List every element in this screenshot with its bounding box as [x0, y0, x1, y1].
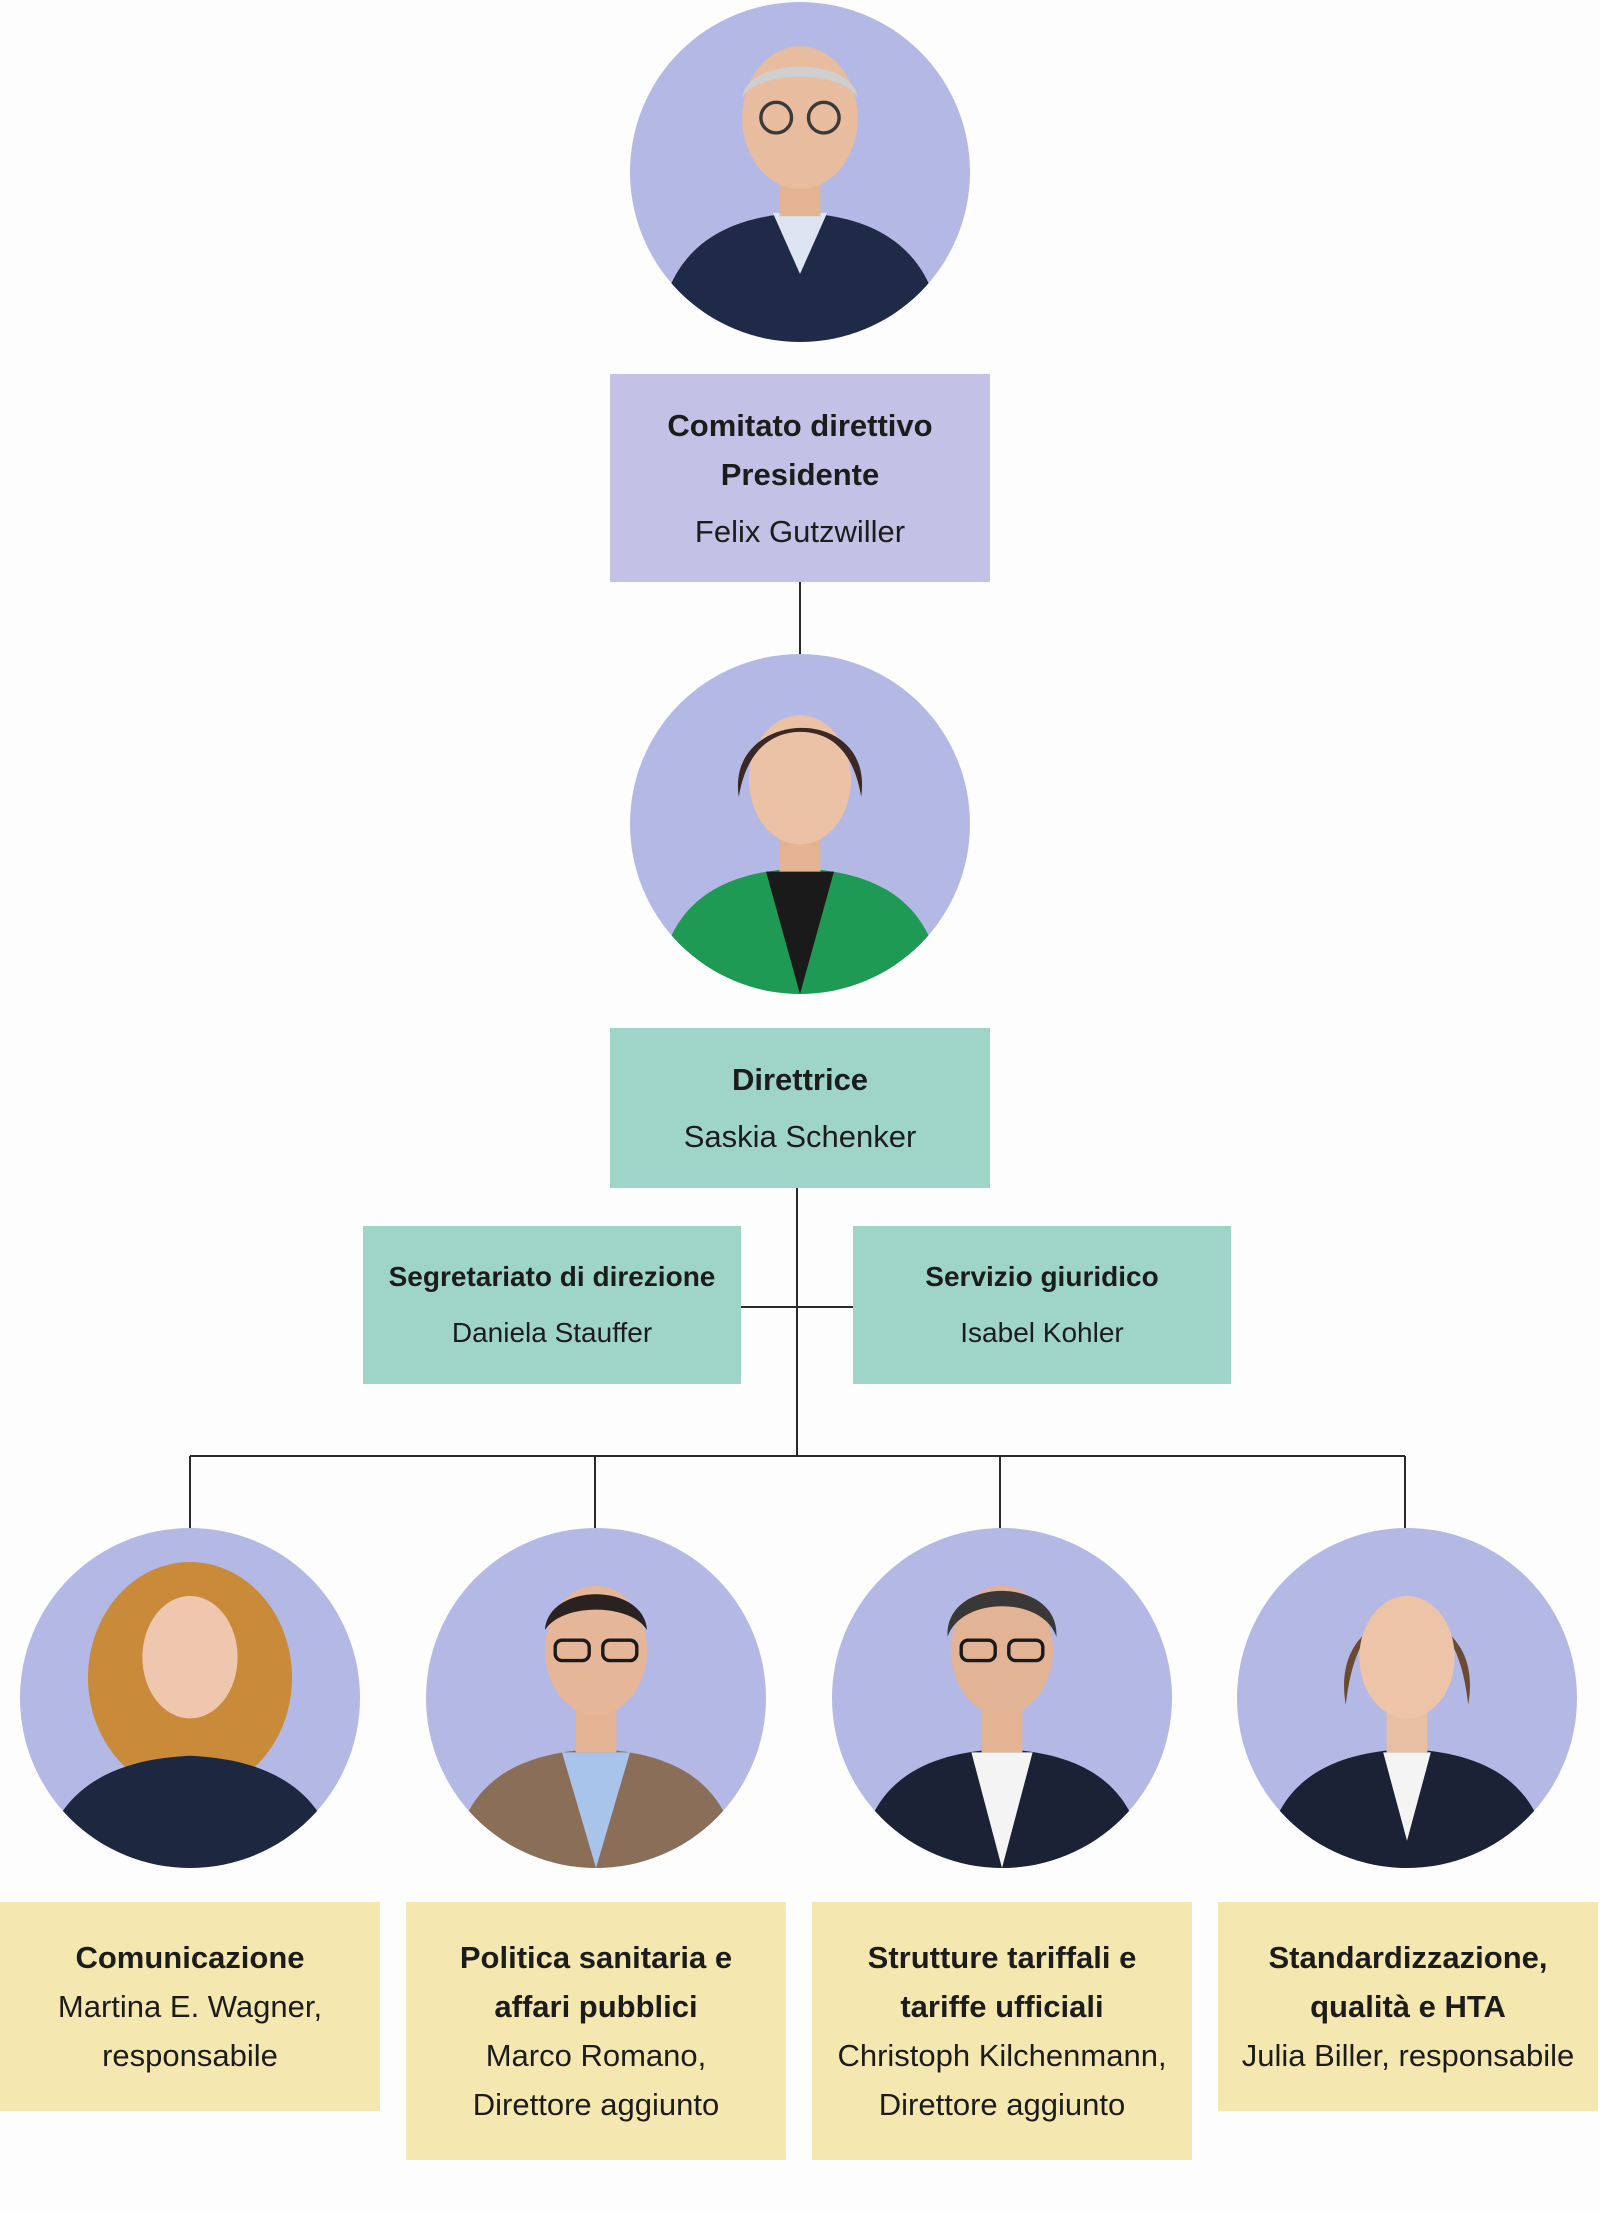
department-title-line2: affari pubblici [494, 1989, 698, 2024]
department-name-line2: Direttore aggiunto [878, 2087, 1126, 2122]
chairman-name: Felix Gutzwiller [694, 513, 906, 549]
department-name-line1: Christoph Kilchenmann, [837, 2038, 1167, 2073]
department-photo-health-policy [426, 1528, 766, 1868]
director-box: Direttrice Saskia Schenker [610, 1028, 990, 1188]
chairman-title-line2: Presidente [720, 456, 880, 492]
staff-name: Isabel Kohler [960, 1317, 1124, 1348]
director-title: Direttrice [731, 1062, 869, 1097]
department-box-tariff-structures: Strutture tariffali e tariffe ufficiali … [812, 1902, 1192, 2160]
staff-box-legal: Servizio giuridico Isabel Kohler [853, 1226, 1231, 1384]
chairman-photo [630, 2, 970, 342]
department-title-line1: Politica sanitaria e [459, 1940, 733, 1975]
chairman-box: Comitato direttivo Presidente Felix Gutz… [610, 374, 990, 582]
department-name-line2: Direttore aggiunto [472, 2087, 720, 2122]
department-name-line1: Martina E. Wagner, [57, 1989, 323, 2024]
department-photo-communication [20, 1528, 360, 1868]
department-title-line2: qualità e HTA [1310, 1989, 1506, 2024]
director-photo [630, 654, 970, 994]
department-title-line2: tariffe ufficiali [900, 1989, 1104, 2024]
staff-name: Daniela Stauffer [451, 1317, 653, 1348]
department-photo-standardization [1237, 1528, 1577, 1868]
department-title-line1: Standardizzazione, [1268, 1940, 1548, 1975]
department-title-line1: Strutture tariffali e [867, 1940, 1137, 1975]
director-name: Saskia Schenker [683, 1119, 917, 1154]
department-box-standardization: Standardizzazione, qualità e HTA Julia B… [1218, 1902, 1598, 2111]
department-box-health-policy: Politica sanitaria e affari pubblici Mar… [406, 1902, 786, 2160]
department-box-communication: Comunicazione Martina E. Wagner, respons… [0, 1902, 380, 2111]
department-name-line1: Julia Biller, responsabile [1241, 2038, 1575, 2073]
staff-box-secretariat: Segretariato di direzione Daniela Stauff… [363, 1226, 741, 1384]
staff-title: Servizio giuridico [925, 1261, 1159, 1292]
department-photo-tariff-structures [832, 1528, 1172, 1868]
department-name-line2: responsabile [102, 2038, 278, 2073]
department-name-line1: Marco Romano, [485, 2038, 707, 2073]
chairman-title-line1: Comitato direttivo [667, 407, 933, 443]
staff-title: Segretariato di direzione [388, 1261, 716, 1292]
department-title-line1: Comunicazione [75, 1940, 305, 1975]
